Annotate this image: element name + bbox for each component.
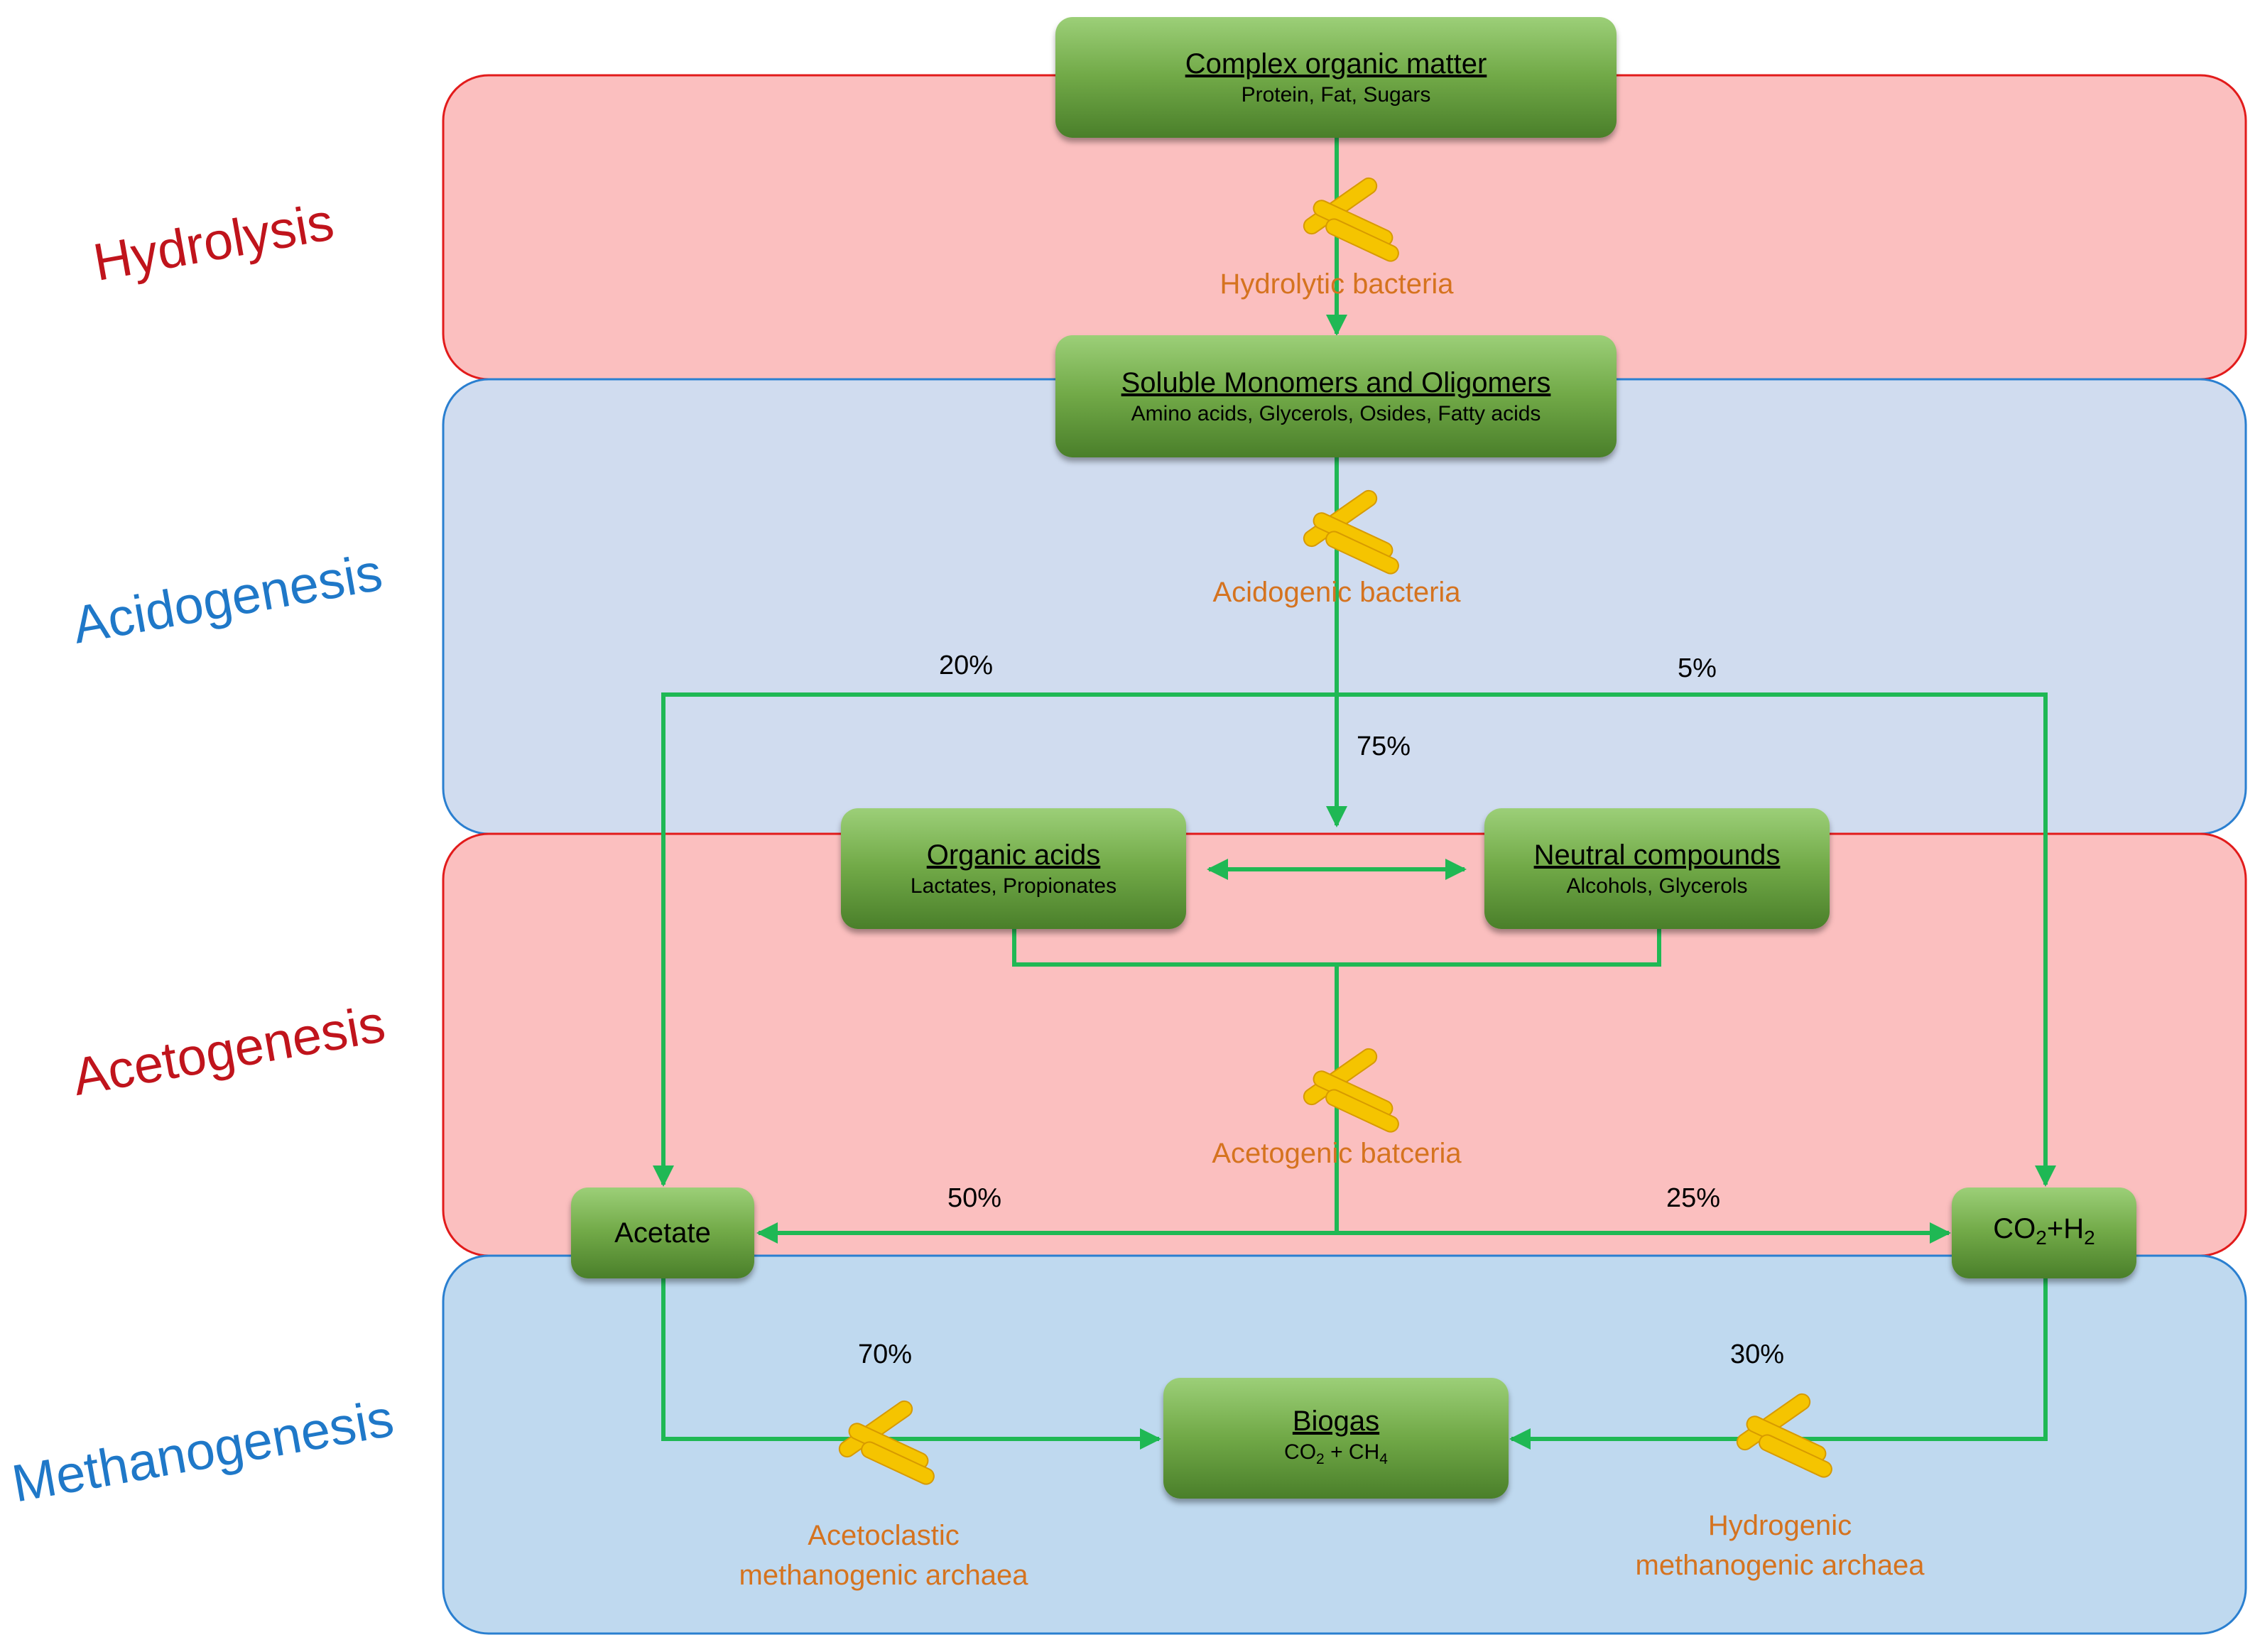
node-biogas-subtitle: CO2 + CH4 [1284, 1440, 1388, 1467]
node-organic-acids-title: Organic acids [926, 839, 1101, 871]
bacteria-rod [1759, 1434, 1832, 1478]
label-acetoclastic-line1: Acetoclastic [808, 1520, 960, 1551]
bacteria-icon-acidogenic [1303, 489, 1399, 575]
node-complex-organic-matter: Complex organic matter Protein, Fat, Sug… [1055, 17, 1617, 138]
pct-to-acetate-direct: 20% [939, 651, 994, 680]
label-acidogenic-bacteria: Acidogenic bacteria [1212, 577, 1461, 608]
pct-acetogenesis-to-acetate: 50% [947, 1183, 1002, 1213]
node-neutral-title: Neutral compounds [1533, 839, 1781, 871]
pct-to-co2h2-direct: 5% [1678, 653, 1717, 683]
bacteria-rod [1325, 218, 1399, 262]
node-biogas-title: Biogas [1292, 1406, 1380, 1437]
pct-acetate-to-biogas: 70% [858, 1339, 913, 1369]
node-organic-acids: Organic acids Lactates, Propionates [841, 808, 1186, 929]
node-neutral-subtitle: Alcohols, Glycerols [1566, 874, 1748, 898]
pct-to-acids: 75% [1357, 732, 1411, 761]
bacteria-icon-hydrogenic [1736, 1393, 1832, 1478]
node-acetate-title: Acetate [614, 1217, 711, 1249]
label-hydrolytic-bacteria: Hydrolytic bacteria [1219, 268, 1454, 300]
label-hydrogenic-archaea: Hydrogenic methanogenic archaea [1609, 1506, 1950, 1585]
bacteria-icon-hydrolytic [1303, 177, 1399, 262]
bacteria-rod [1325, 1089, 1399, 1133]
pct-acetogenesis-to-co2h2: 25% [1666, 1183, 1721, 1213]
bacteria-icon-acetogenic [1303, 1048, 1399, 1133]
node-co2-h2: CO2+H2 [1952, 1188, 2136, 1278]
pct-co2h2-to-biogas: 30% [1730, 1339, 1785, 1369]
arrow-co2h2-to-biogas [1509, 1278, 2048, 1450]
label-acetogenic-bacteria: Acetogenic batceria [1212, 1138, 1462, 1169]
node-neutral-compounds: Neutral compounds Alcohols, Glycerols [1484, 808, 1830, 929]
arrow-soluble-to-acetate [653, 692, 1337, 1187]
label-hydrogenic-line2: methanogenic archaea [1635, 1550, 1925, 1581]
bacteria-rod [1325, 531, 1399, 575]
label-hydrogenic-line1: Hydrogenic [1707, 1510, 1852, 1541]
node-soluble-title: Soluble Monomers and Oligomers [1121, 367, 1551, 398]
bacteria-icon-acetoclastic [838, 1400, 935, 1485]
node-complex-subtitle: Protein, Fat, Sugars [1241, 83, 1431, 107]
bacteria-rod [861, 1441, 935, 1485]
arrow-acetate-to-biogas [661, 1278, 1161, 1450]
arrow-soluble-to-co2h2 [1337, 692, 2056, 1187]
node-soluble-subtitle: Amino acids, Glycerols, Osides, Fatty ac… [1131, 402, 1541, 425]
label-acetoclastic-line2: methanogenic archaea [739, 1560, 1028, 1591]
node-co2h2-title: CO2+H2 [1993, 1212, 2095, 1249]
node-biogas: Biogas CO2 + CH4 [1163, 1378, 1509, 1499]
node-organic-acids-subtitle: Lactates, Propionates [910, 874, 1117, 898]
node-complex-title: Complex organic matter [1185, 48, 1487, 80]
label-acetoclastic-archaea: Acetoclastic methanogenic archaea [713, 1516, 1054, 1595]
node-acetate: Acetate [571, 1188, 754, 1278]
node-soluble-monomers: Soluble Monomers and Oligomers Amino aci… [1055, 335, 1617, 457]
